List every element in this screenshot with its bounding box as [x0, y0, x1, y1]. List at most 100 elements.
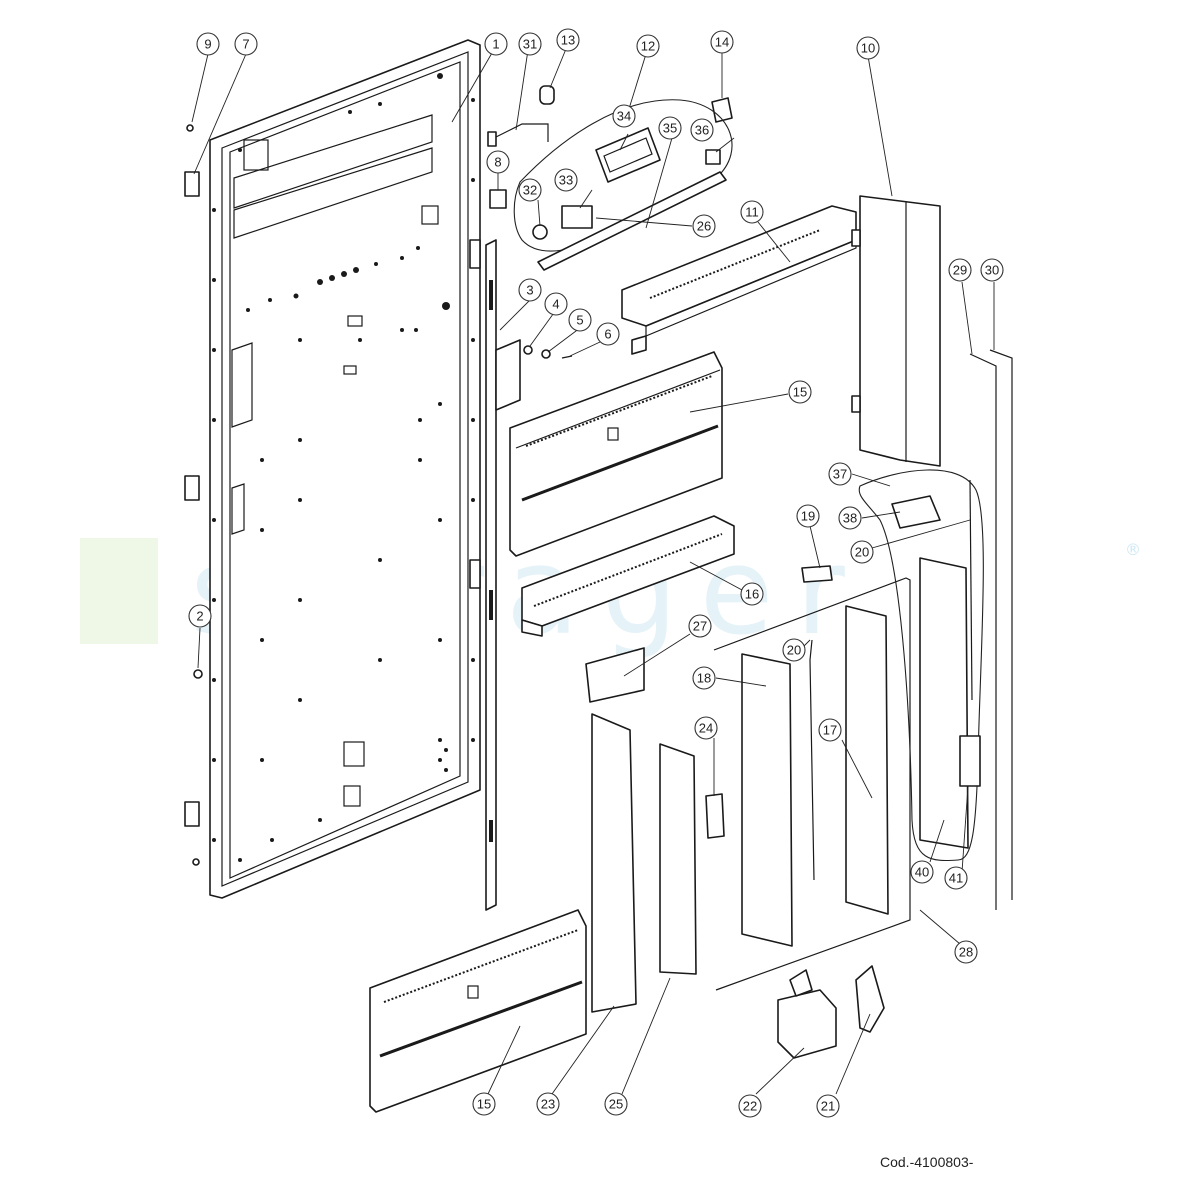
cable-part-30: [989, 349, 1013, 900]
callout-19: 19: [796, 504, 820, 528]
svg-text:9: 9: [204, 37, 211, 52]
callout-37: 37: [828, 462, 852, 486]
bracket-part-25: [659, 743, 697, 975]
callout-29: 29: [948, 258, 972, 282]
svg-text:26: 26: [697, 219, 711, 234]
svg-text:20: 20: [787, 643, 801, 658]
callout-6: 6: [596, 322, 620, 346]
svg-text:10: 10: [861, 41, 875, 56]
callout-23: 23: [536, 1092, 560, 1116]
svg-text:4: 4: [552, 297, 559, 312]
svg-text:11: 11: [745, 205, 759, 220]
screw-lower: [192, 858, 200, 866]
callout-8: 8: [486, 150, 510, 174]
svg-text:41: 41: [949, 871, 963, 886]
svg-text:20: 20: [855, 545, 869, 560]
rod-part-20-upper: [969, 479, 973, 701]
assembly-outline-part-37: [858, 469, 984, 861]
svg-text:24: 24: [699, 721, 713, 736]
knob-part-13: [539, 85, 555, 105]
svg-text:29: 29: [953, 263, 967, 278]
svg-text:32: 32: [523, 183, 537, 198]
screw-part-9: [186, 124, 194, 132]
callout-16: 16: [740, 582, 764, 606]
lampholder-part-36: [705, 149, 721, 165]
svg-text:36: 36: [695, 123, 709, 138]
bracket-part-27: [585, 647, 645, 703]
callout-22: 22: [738, 1094, 762, 1118]
callout-27: 27: [688, 614, 712, 638]
channel-part-16: [521, 515, 735, 637]
plate-part-24: [705, 793, 725, 839]
cover-part-22: [777, 969, 837, 1059]
channel-part-11: [621, 205, 857, 355]
svg-text:33: 33: [559, 173, 573, 188]
svg-text:23: 23: [541, 1097, 555, 1112]
svg-text:35: 35: [663, 121, 677, 136]
svg-text:3: 3: [526, 283, 533, 298]
callout-34: 34: [612, 104, 636, 128]
svg-text:6: 6: [604, 327, 611, 342]
callout-4: 4: [544, 292, 568, 316]
svg-text:25: 25: [609, 1097, 623, 1112]
bushing-part-2: [193, 669, 203, 679]
callout-17: 17: [818, 718, 842, 742]
bracket-part-38: [891, 495, 941, 529]
callout-5: 5: [568, 308, 592, 332]
svg-text:1: 1: [492, 37, 499, 52]
callout-9: 9: [196, 32, 220, 56]
callout-15-lower: 15: [472, 1092, 496, 1116]
svg-text:22: 22: [743, 1099, 757, 1114]
vertical-channel-part-10: [851, 195, 941, 467]
callout-40: 40: [910, 860, 934, 884]
callout-15-upper: 15: [788, 380, 812, 404]
rail-part-28: [713, 577, 911, 991]
clip-part-8: [489, 189, 507, 209]
svg-text:7: 7: [242, 37, 249, 52]
callout-31: 31: [518, 32, 542, 56]
callout-28: 28: [954, 940, 978, 964]
callout-11: 11: [740, 200, 764, 224]
callout-12: 12: [636, 34, 660, 58]
bracket-part-21: [855, 965, 885, 1033]
svg-text:38: 38: [843, 511, 857, 526]
svg-text:13: 13: [561, 33, 575, 48]
starter-part-33: [561, 205, 593, 229]
callout-32: 32: [518, 178, 542, 202]
svg-text:37: 37: [833, 467, 847, 482]
bracket-part-14: [711, 97, 733, 123]
leader-lines: [191, 43, 995, 1095]
bracket-part-31: [487, 123, 549, 147]
washer-part-4: [523, 345, 533, 355]
callout-14: 14: [710, 30, 734, 54]
svg-text:19: 19: [801, 509, 815, 524]
svg-text:17: 17: [823, 723, 837, 738]
callout-24: 24: [694, 716, 718, 740]
svg-text:8: 8: [494, 155, 501, 170]
svg-text:12: 12: [641, 39, 655, 54]
panel-part-17: [845, 605, 889, 915]
svg-text:31: 31: [523, 37, 537, 52]
svg-text:40: 40: [915, 865, 929, 880]
svg-text:2: 2: [196, 609, 203, 624]
callout-25: 25: [604, 1092, 628, 1116]
document-code: Cod.-4100803-: [880, 1154, 974, 1170]
svg-text:5: 5: [576, 313, 583, 328]
callout-36: 36: [690, 118, 714, 142]
panel-part-40: [919, 557, 969, 849]
watermark-logo-bar: [80, 538, 158, 644]
callout-2: 2: [188, 604, 212, 628]
latch-part-19: [801, 565, 833, 583]
svg-text:27: 27: [693, 619, 707, 634]
screw-part-6: [561, 355, 573, 359]
socket-part-32: [532, 224, 548, 240]
tray-part-15-upper: [509, 351, 723, 557]
callout-7: 7: [234, 32, 258, 56]
callout-1: 1: [484, 32, 508, 56]
hinge-part-7: [184, 171, 200, 827]
callout-30: 30: [980, 258, 1004, 282]
svg-text:34: 34: [617, 109, 631, 124]
svg-text:14: 14: [715, 35, 729, 50]
watermark-registered-mark: ®: [1125, 540, 1141, 559]
callout-41: 41: [944, 866, 968, 890]
